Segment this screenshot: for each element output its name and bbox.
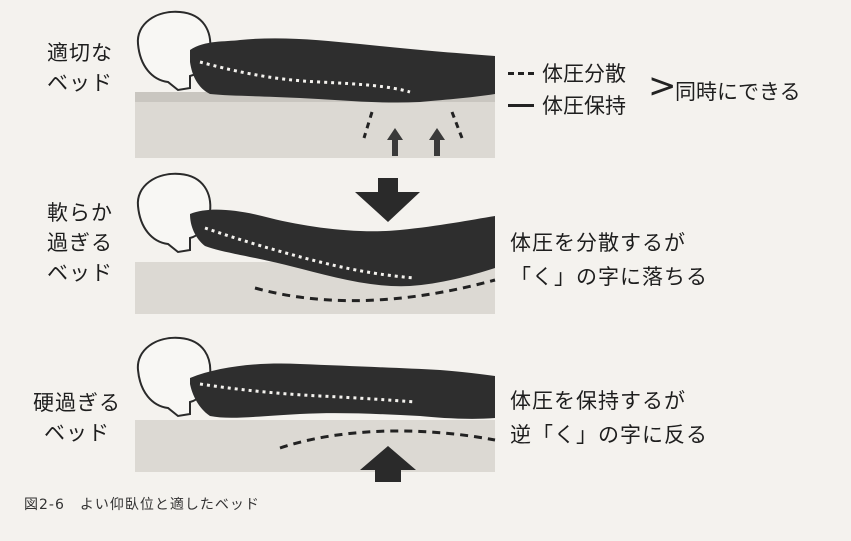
spine [204, 226, 416, 280]
soft-bed-description: 体圧を分散するが 「く」の字に落ちる [510, 226, 708, 294]
down-arrow-icon [355, 192, 420, 222]
down-arrow-shaft [378, 178, 398, 194]
row-label-line: 軟らか [47, 201, 113, 225]
hard-bed-illustration [135, 336, 496, 482]
solid-line-icon [508, 104, 534, 107]
spine [199, 60, 411, 94]
spine [199, 382, 416, 404]
hard-bed-description: 体圧を保持するが 逆「く」の字に反る [510, 384, 708, 452]
proper-bed-illustration [135, 10, 495, 158]
row-label-proper-bed: 適切な ベッド [30, 38, 130, 98]
row-label-soft-bed: 軟らか 過ぎる ベッド [30, 198, 130, 288]
row-label-hard-bed: 硬過ぎる ベッド [22, 388, 132, 448]
body-silhouette [190, 363, 495, 419]
dashed-line-icon [508, 72, 534, 75]
row-label-line: 硬過ぎる [33, 391, 121, 415]
legend-result: 同時にできる [675, 80, 801, 104]
row-label-line: ベッド [47, 71, 113, 95]
desc-line: 体圧を分散するが [510, 231, 686, 255]
arched-pressure-line [279, 429, 496, 450]
row-label-line: 過ぎる [47, 231, 113, 255]
dispersion-arrows [362, 111, 464, 139]
figure-caption: 図2-6 よい仰臥位と適したベッド [24, 497, 260, 513]
up-arrow-icon [360, 446, 416, 482]
row-label-line: ベッド [47, 261, 113, 285]
body-silhouette [190, 38, 495, 103]
chevron-right-icon: > [648, 66, 677, 106]
desc-line: 逆「く」の字に反る [510, 423, 708, 447]
row-label-line: ベッド [44, 421, 110, 445]
desc-line: 体圧を保持するが [510, 389, 686, 413]
up-arrow-icon [387, 128, 445, 156]
legend-retention-label: 体圧保持 [542, 94, 626, 118]
soft-bed-illustration [135, 172, 496, 314]
mattress [135, 100, 495, 158]
mattress [135, 420, 495, 472]
row-label-line: 適切な [47, 41, 113, 65]
legend-dispersion-label: 体圧分散 [542, 62, 626, 86]
desc-line: 「く」の字に落ちる [510, 265, 708, 289]
body-silhouette [190, 209, 495, 287]
legend: 体圧分散 体圧保持 > 同時にできる [500, 58, 840, 128]
